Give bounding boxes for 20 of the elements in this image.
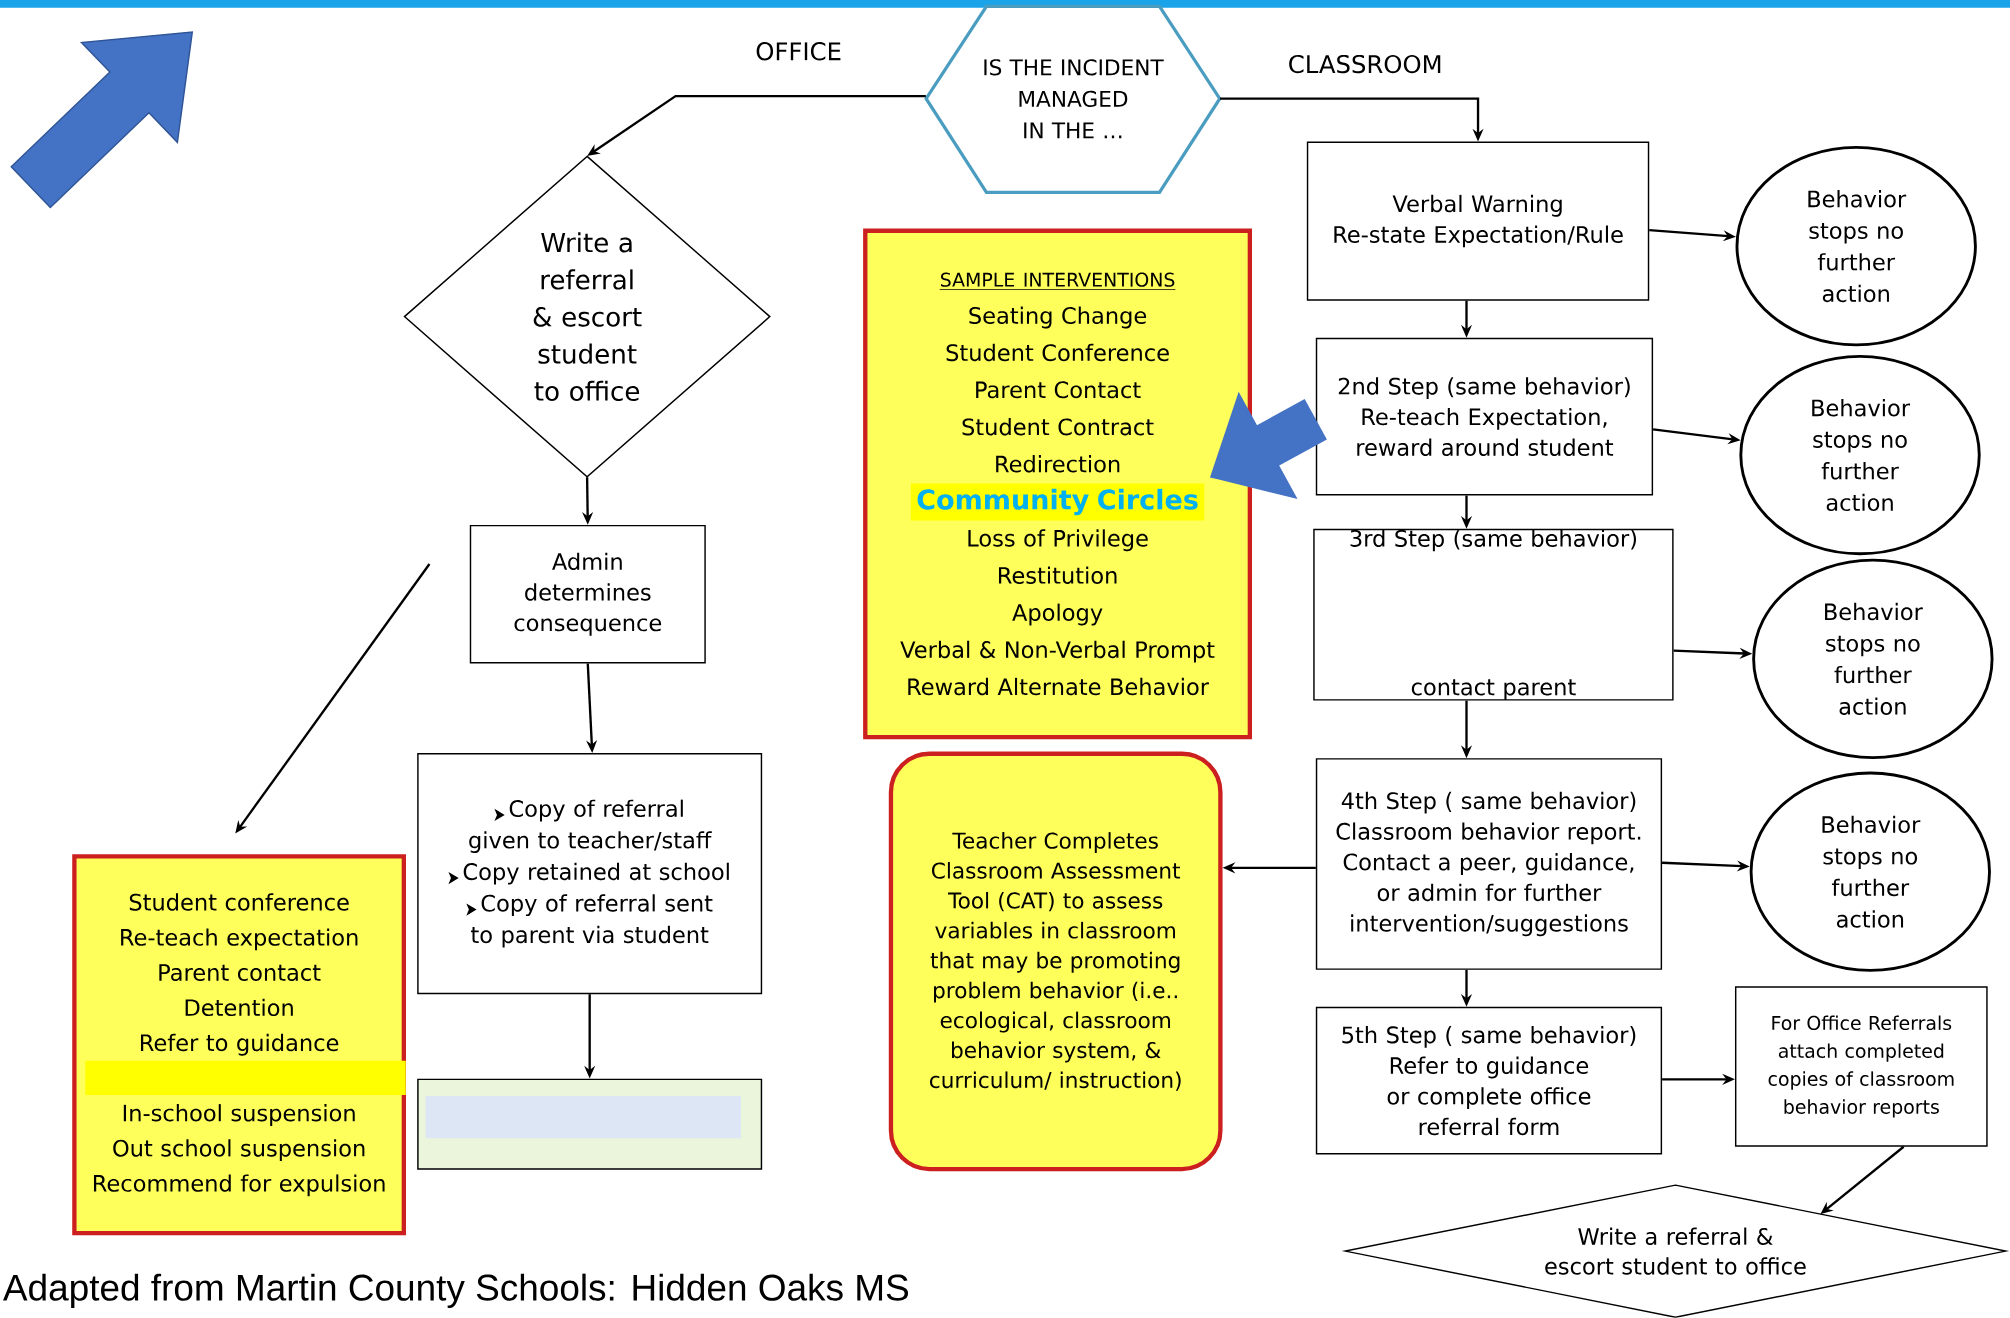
consequences-box: Student conference Re-teach expectation Parent contact Detention Refer to guidance In-school suspension Out school suspension Recommend for expulsion <box>72 854 406 1236</box>
process-box: 3rd Step (same behavior) contact parent <box>1313 528 1674 701</box>
interventions-box: SAMPLE INTERVENTIONS Seating Change Student Conference Parent Contact Student Contract Redirection Community Circles Loss of Privilege Restitution Apology Verbal & Non-Verbal Prompt Reward Alternate Behavior <box>863 228 1252 740</box>
note-box: For Office Referrals attach completed copies of classroom behavior reports <box>1734 986 1988 1147</box>
assessment-box: Teacher Completes Classroom Assessment Tool (CAT) to assess variables in classroom that may be promoting problem behavior (i.e.. ecological, classroom behavior system, & curriculum/ instruction) <box>888 751 1223 1172</box>
empty-box <box>417 1078 763 1170</box>
process-box: 4th Step ( same behavior) Classroom behavior report. Contact a peer, guidance, or admin for further intervention/suggestions <box>1315 758 1663 970</box>
process-box: 5th Step ( same behavior) Refer to guidance or complete office referral form <box>1315 1006 1663 1155</box>
decision-hexagon: IS THE INCIDENT MANAGED IN THE … <box>924 4 1222 194</box>
edge-label: OFFICE <box>751 38 846 65</box>
outcome-oval: Behavior stops no further action <box>1752 558 1994 760</box>
outcome-oval: Behavior stops no further action <box>1749 771 1991 972</box>
outcome-oval: Behavior stops no further action <box>1735 146 1977 347</box>
edge-label: CLASSROOM <box>1284 51 1447 77</box>
outcome-oval: Behavior stops no further action <box>1739 355 1981 556</box>
process-box: Verbal Warning Re-state Expectation/Rule <box>1306 141 1650 301</box>
process-box: Copy of referral given to teacher/staff Copy retained at school Copy of referral sent to parent via student <box>417 753 763 995</box>
process-box: 2nd Step (same behavior) Re-teach Expectation, reward around student <box>1315 337 1654 496</box>
caption: Adapted from Martin County Schools: Hidden Oaks MS <box>3 1273 908 1309</box>
process-box: Admin determines consequence <box>469 525 706 664</box>
